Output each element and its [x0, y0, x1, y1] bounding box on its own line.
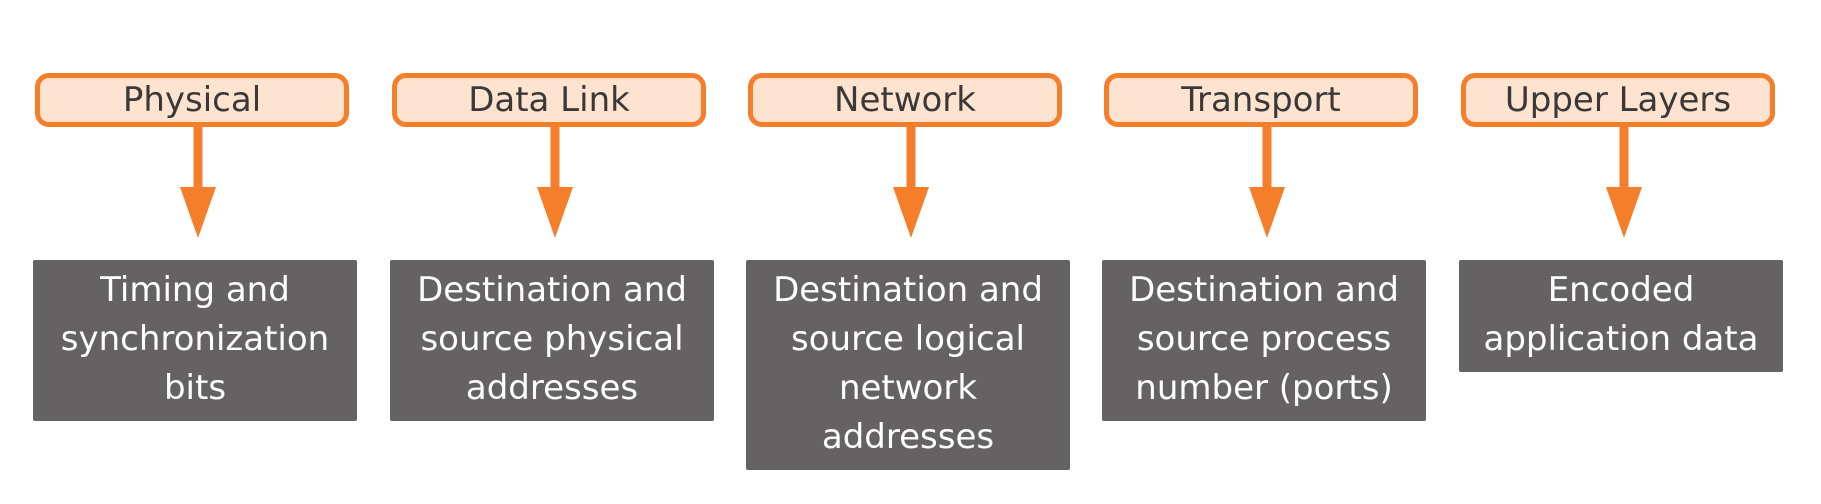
layer-column-upper-layers: Upper Layers Encoded application data [1459, 0, 1783, 504]
info-line: addresses [465, 368, 639, 408]
info-line: Timing and [100, 270, 290, 310]
info-line: Destination and [773, 270, 1043, 310]
info-line: source process [1136, 319, 1392, 359]
layer-column-data-link: Data Link Destination and source physica… [390, 0, 714, 504]
layer-info-box-upper-layers: Encoded application data [1459, 260, 1783, 372]
layer-column-transport: Transport Destination and source process… [1102, 0, 1426, 504]
info-line: Destination and [1129, 270, 1399, 310]
down-arrow-icon [1249, 127, 1285, 238]
layer-info-box-data-link: Destination and source physical addresse… [390, 260, 714, 421]
info-line: addresses [821, 417, 995, 457]
layer-info-box-network: Destination and source logical network a… [746, 260, 1070, 470]
layer-label-data-link: Data Link [392, 73, 706, 127]
info-line: source logical [791, 319, 1025, 359]
layer-column-physical: Physical Timing and synchronization bits [33, 0, 357, 504]
layer-label-network: Network [748, 73, 1062, 127]
info-line: network [838, 368, 978, 408]
layer-column-network: Network Destination and source logical n… [746, 0, 1070, 504]
info-line: synchronization [60, 319, 330, 359]
down-arrow-icon [180, 127, 216, 238]
info-line: Encoded [1547, 270, 1695, 310]
layer-label-physical: Physical [35, 73, 349, 127]
layer-label-upper-layers: Upper Layers [1461, 73, 1775, 127]
info-line: Destination and [417, 270, 687, 310]
layer-label-transport: Transport [1104, 73, 1418, 127]
down-arrow-icon [1606, 127, 1642, 238]
layer-info-box-physical: Timing and synchronization bits [33, 260, 357, 421]
layer-info-box-transport: Destination and source process number (p… [1102, 260, 1426, 421]
down-arrow-icon [537, 127, 573, 238]
down-arrow-icon [893, 127, 929, 238]
info-line: number (ports) [1135, 368, 1393, 408]
info-line: application data [1483, 319, 1759, 359]
info-line: bits [163, 368, 227, 408]
info-line: source physical [420, 319, 684, 359]
